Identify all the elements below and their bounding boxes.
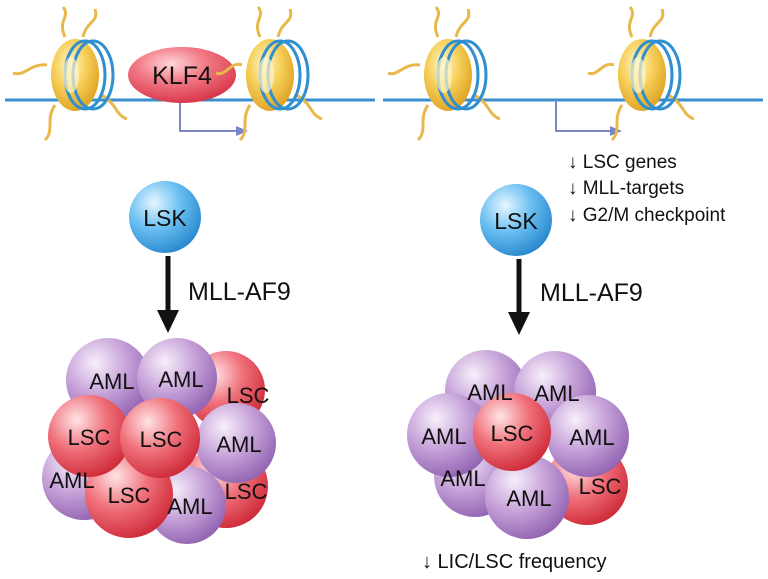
lsc-label: LSC [491, 421, 534, 446]
lsc-cell [48, 395, 130, 477]
aml-label: AML [158, 367, 203, 392]
lsk-label: LSK [143, 205, 187, 231]
aml-cell [407, 393, 491, 477]
effect-g2m-checkpoint: ↓ G2/M checkpoint [568, 205, 726, 226]
nucleosome-icon [587, 6, 695, 142]
lsc-label: LSC [227, 383, 270, 408]
lsc-label: LSC [579, 474, 622, 499]
right-transformation: LSK MLL-AF9 [480, 184, 643, 335]
aml-label: AML [534, 381, 579, 406]
aml-cell [137, 338, 217, 418]
aml-label: AML [421, 424, 466, 449]
aml-label: AML [440, 466, 485, 491]
effect-mll-targets: ↓ MLL-targets [568, 178, 684, 199]
left-transformation: LSK MLL-AF9 [129, 181, 291, 333]
lsc-label: LSC [225, 479, 268, 504]
transcription-start-arrow-icon [555, 100, 612, 132]
left-chromatin: KLF4 [5, 6, 375, 142]
oncogene-label: MLL-AF9 [188, 278, 291, 306]
right-aml-cluster: LSC AML AML AML AML AML AML LSC [407, 350, 629, 539]
aml-label: AML [216, 432, 261, 457]
oncogene-label: MLL-AF9 [540, 279, 643, 307]
lsk-cell [480, 184, 552, 256]
aml-label: AML [167, 494, 212, 519]
effect-lsc-genes: ↓ LSC genes [568, 152, 677, 173]
aml-cell [547, 395, 629, 477]
lic-lsc-frequency-note: ↓ LIC/LSC frequency [422, 551, 607, 573]
aml-label: AML [467, 380, 512, 405]
nucleosome-icon [215, 6, 323, 142]
lsc-label: LSC [108, 483, 151, 508]
aml-label: AML [49, 468, 94, 493]
aml-label: AML [569, 425, 614, 450]
lsk-cell [129, 181, 201, 253]
klf4-label: KLF4 [152, 62, 212, 90]
nucleosome-icon [387, 6, 501, 142]
lsc-label: LSC [68, 425, 111, 450]
lsc-label: LSC [140, 427, 183, 452]
aml-label: AML [89, 369, 134, 394]
aml-label: AML [506, 486, 551, 511]
klf4-factor: KLF4 [128, 47, 236, 103]
lsc-cell [473, 393, 551, 471]
right-chromatin [383, 6, 763, 142]
nucleosome-icon [12, 6, 128, 142]
arrowhead [236, 126, 248, 136]
transcription-start-arrow-icon [179, 100, 238, 132]
arrowhead [157, 310, 179, 333]
aml-cell [196, 403, 276, 483]
arrowhead [508, 312, 530, 335]
lsk-label: LSK [494, 208, 538, 234]
lsc-cell [120, 398, 200, 478]
left-aml-cluster: LSC LSC AML AML AML AML AML LSC LSC LSC [42, 338, 276, 544]
aml-cell [485, 455, 569, 539]
effects-list: ↓ LSC genes ↓ MLL-targets ↓ G2/M checkpo… [568, 152, 726, 226]
